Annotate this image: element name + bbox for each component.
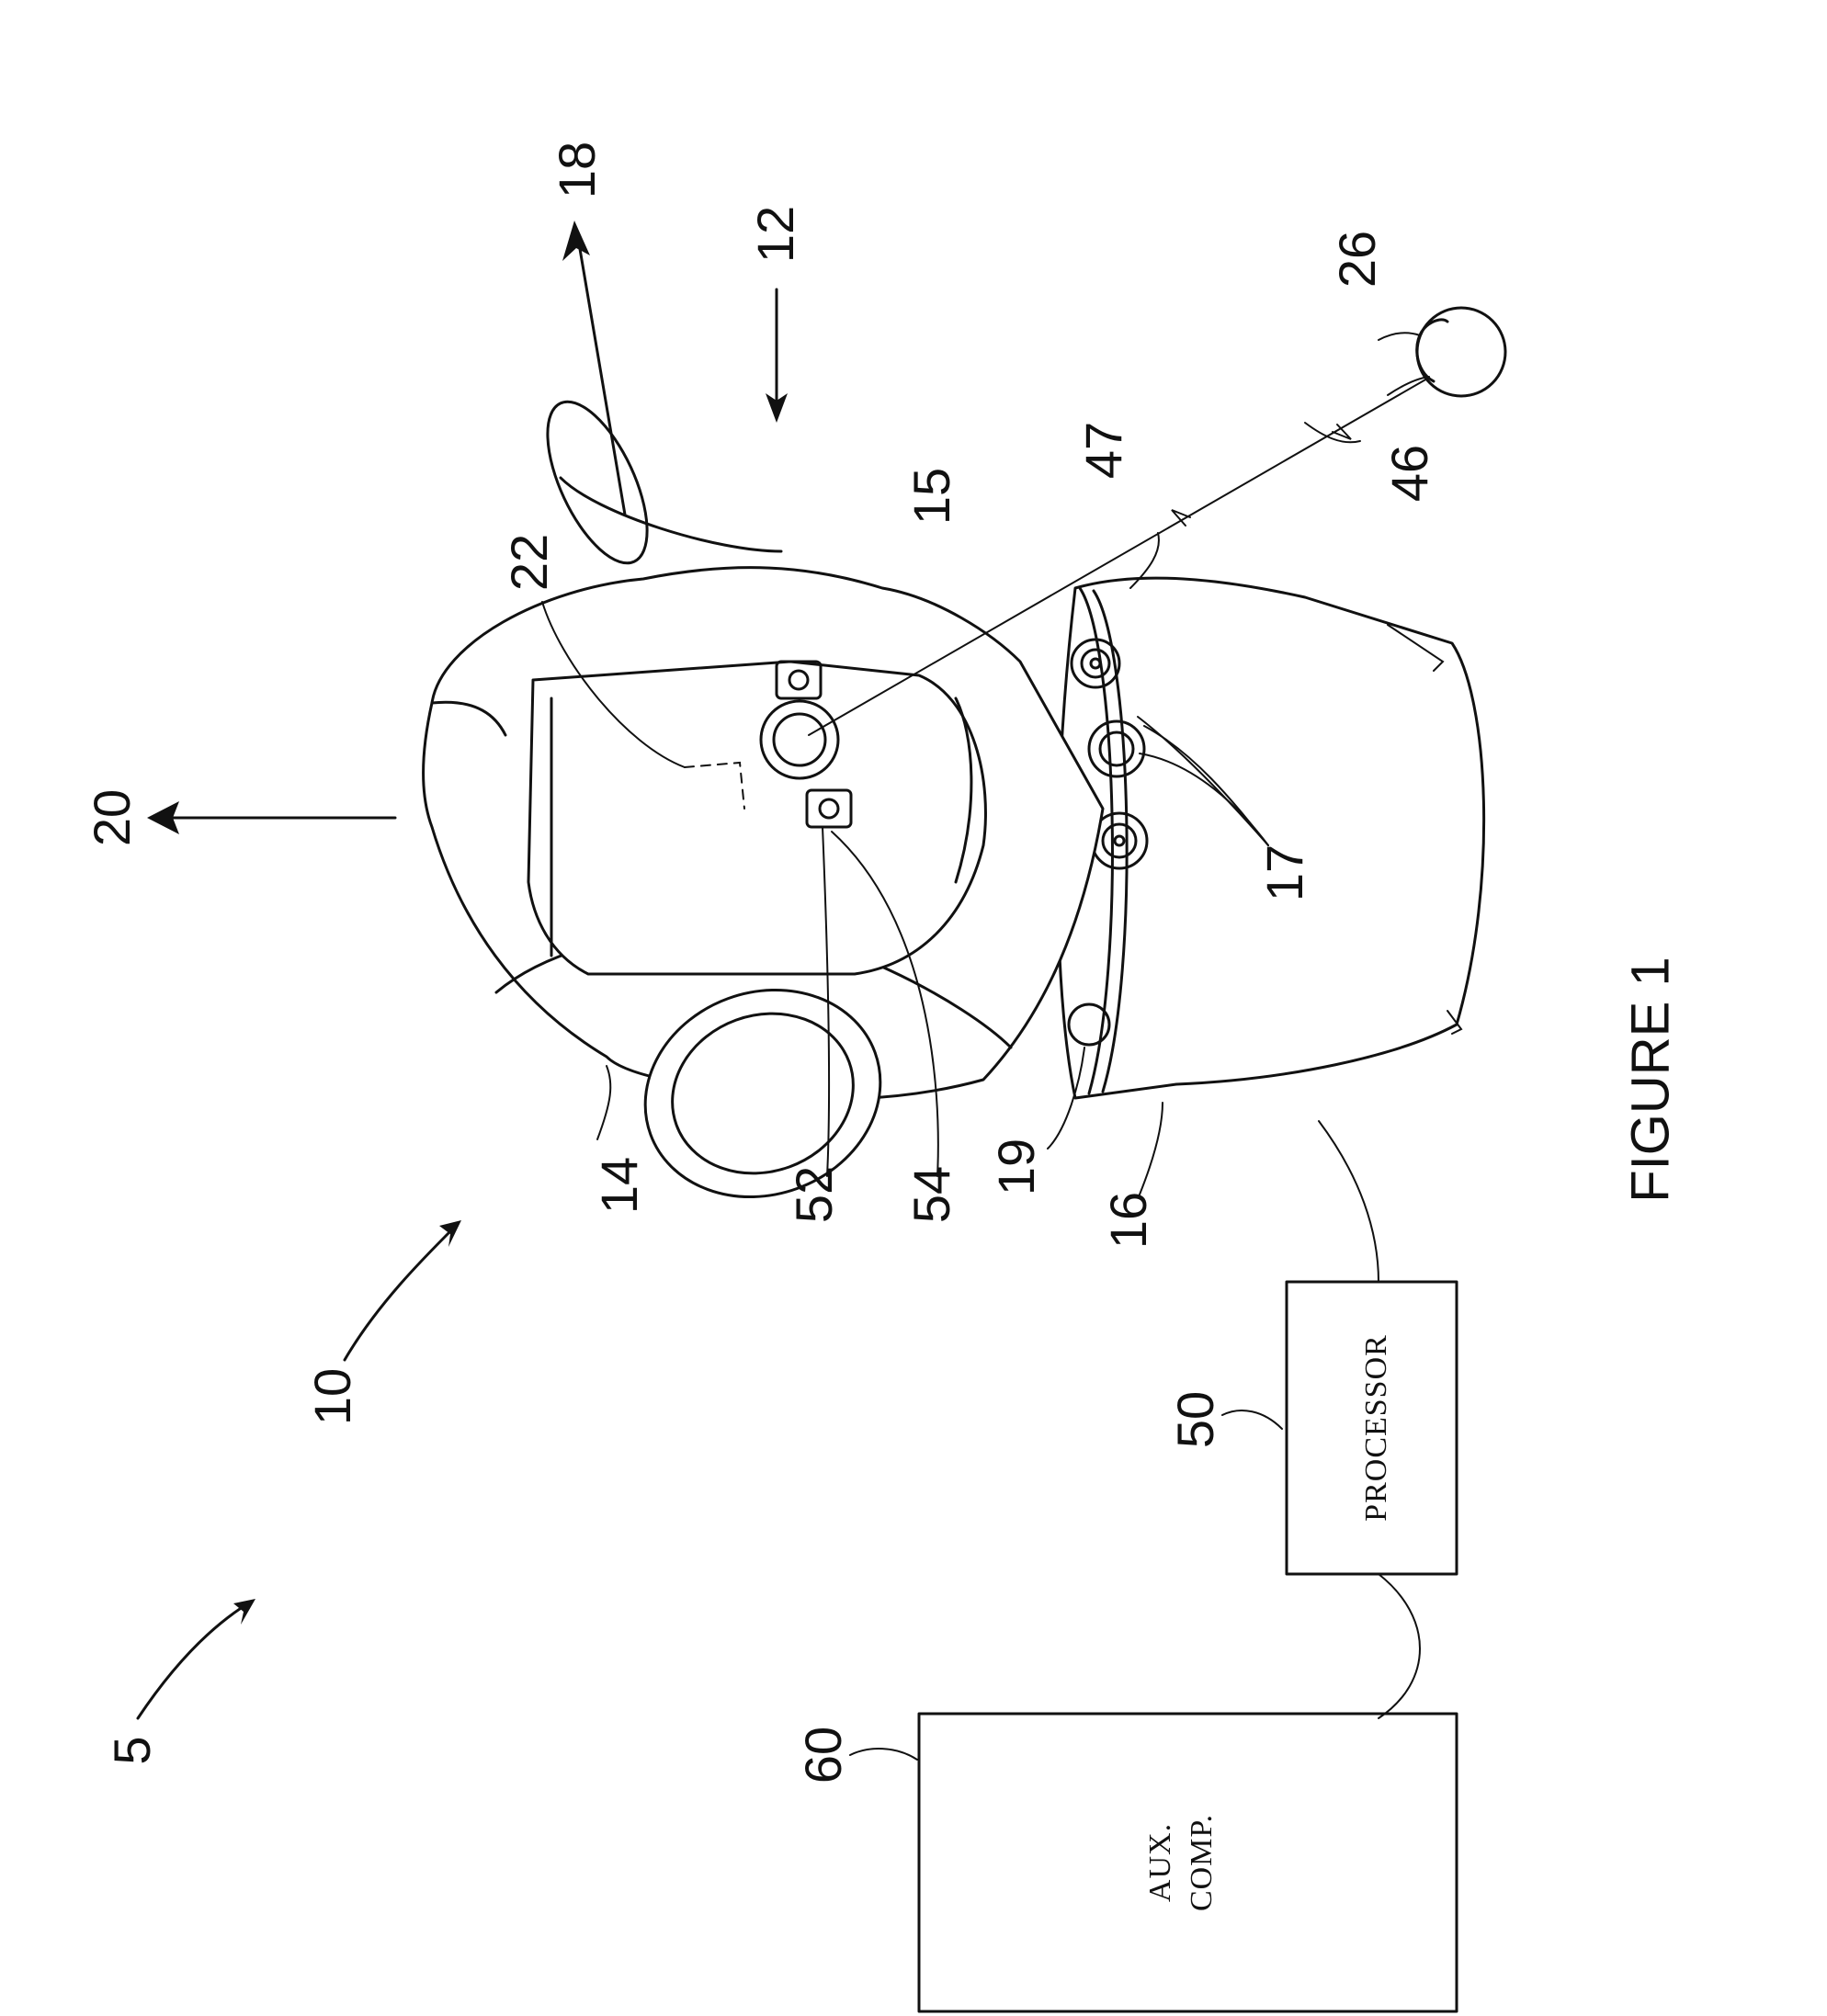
coordinate-arrow <box>766 289 788 423</box>
ref-46: 46 <box>1380 445 1438 502</box>
aux-comp-box: AUX. COMP. <box>919 1714 1457 2011</box>
system-pointer-arrow <box>138 1599 255 1718</box>
ref-17: 17 <box>1255 844 1313 901</box>
processor-aux-cable <box>1379 1574 1420 1718</box>
ref-20: 20 <box>83 789 141 846</box>
ref-50: 50 <box>1166 1391 1224 1448</box>
ref-12: 12 <box>746 206 804 263</box>
tracker-base <box>1058 578 1484 1098</box>
base-processor-cable <box>1319 1121 1379 1282</box>
figure-caption: FIGURE 1 <box>1620 957 1680 1203</box>
ref-14: 14 <box>590 1157 648 1214</box>
ref-5: 5 <box>103 1736 161 1764</box>
ref-54: 54 <box>902 1166 960 1223</box>
processor-box: PROCESSOR <box>1287 1282 1457 1574</box>
payload-cylinder <box>528 662 985 974</box>
ref-26: 26 <box>1328 231 1386 288</box>
aux-label-line1: AUX. <box>1143 1823 1177 1902</box>
ref-22: 22 <box>500 534 558 591</box>
ref-52: 52 <box>785 1166 843 1223</box>
retroreflector <box>1417 308 1505 396</box>
processor-label: PROCESSOR <box>1359 1334 1393 1522</box>
ref-60: 60 <box>794 1727 852 1784</box>
aux-label-line2: COMP. <box>1185 1814 1219 1911</box>
tracker-pointer-arrow <box>345 1220 461 1360</box>
azimuth-axis-arrow <box>147 801 395 834</box>
ref-18: 18 <box>548 142 606 198</box>
ref-15: 15 <box>902 468 960 525</box>
ref-47: 47 <box>1074 422 1132 479</box>
ref-16: 16 <box>1099 1192 1157 1249</box>
ref-19: 19 <box>987 1138 1045 1195</box>
ref-10: 10 <box>303 1368 361 1425</box>
